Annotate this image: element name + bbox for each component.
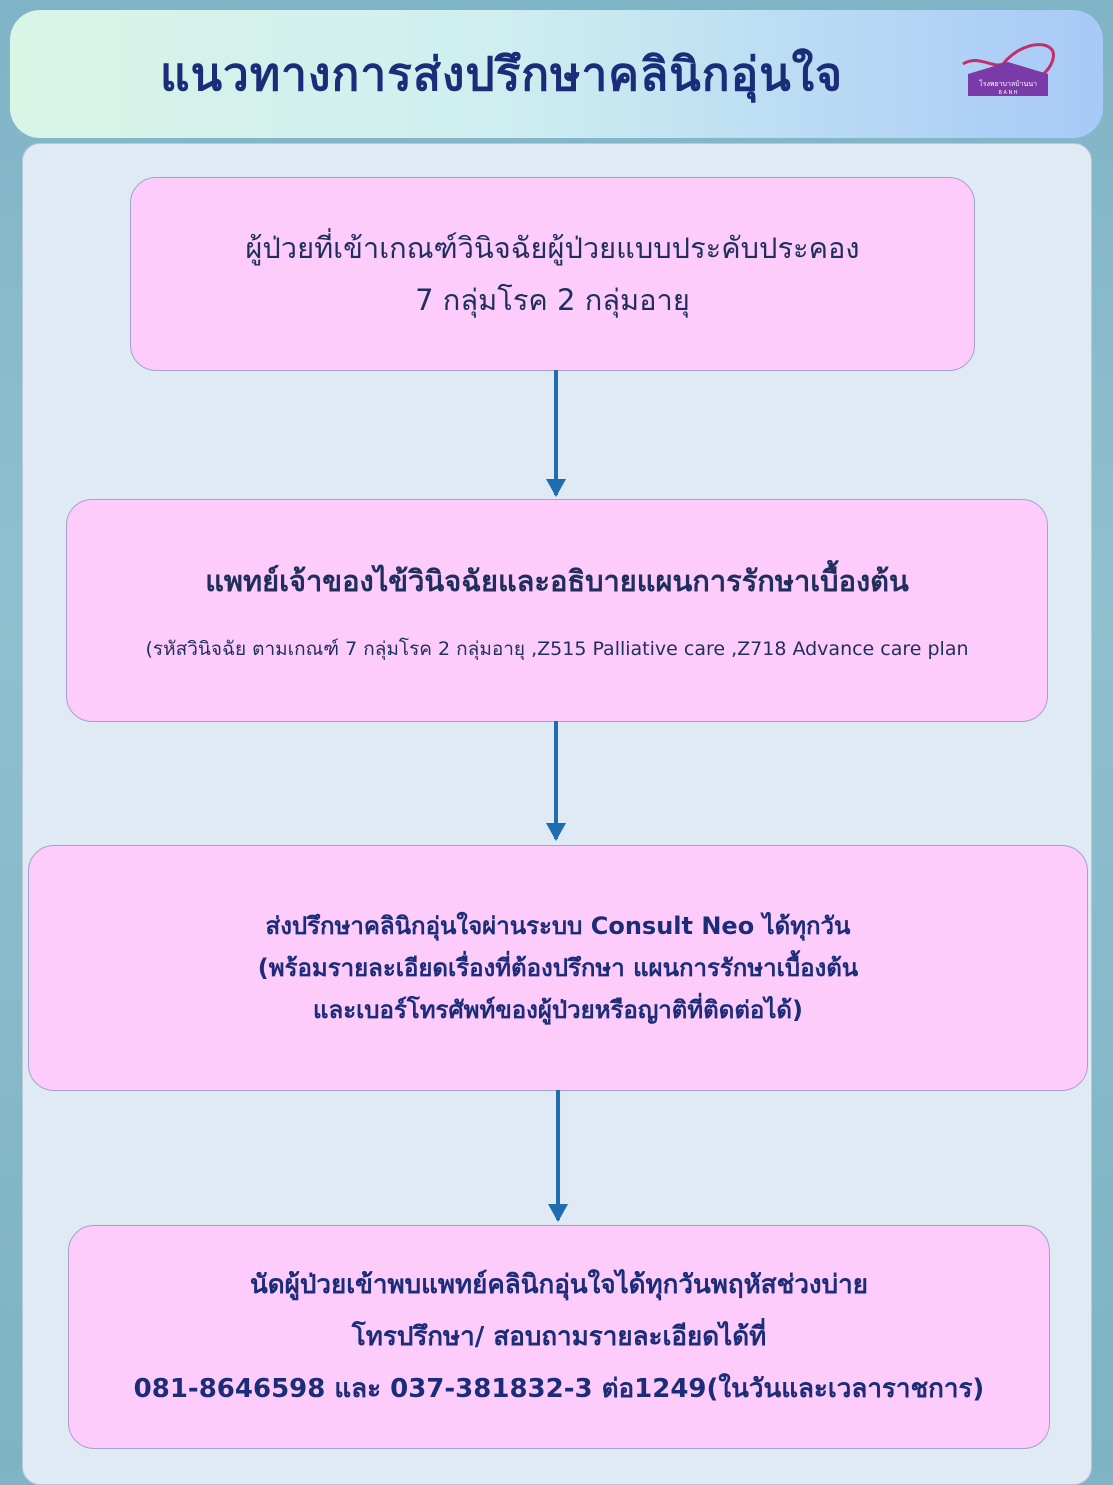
- step-3-line-3: และเบอร์โทรศัพท์ของผู้ป่วยหรือญาติที่ติด…: [313, 996, 803, 1024]
- step-1-line-1: ผู้ป่วยที่เข้าเกณฑ์วินิจฉัยผู้ป่วยแบบประ…: [245, 231, 860, 265]
- hospital-logo-icon: โรงพยาบาลบ้านนา B A N H: [962, 43, 1055, 96]
- step-1-line-2: 7 กลุ่มโรค 2 กลุ่มอายุ: [415, 283, 690, 317]
- step-3-line-1: ส่งปรึกษาคลินิกอุ่นใจผ่านระบบ Consult Ne…: [265, 912, 851, 940]
- header-banner: แนวทางการส่งปรึกษาคลินิกอุ่นใจ โรงพยาบาล…: [10, 10, 1103, 138]
- logo-subtext: B A N H: [998, 90, 1017, 96]
- step-3-line-2: (พร้อมรายละเอียดเรื่องที่ต้องปรึกษา แผนก…: [257, 954, 859, 982]
- step-2-line-1: แพทย์เจ้าของไข้วินิจฉัยและอธิบายแผนการรั…: [205, 563, 909, 598]
- arrow-2-icon: [546, 721, 566, 841]
- arrow-3-icon: [548, 1090, 568, 1222]
- step-4-line-2: โทรปรึกษา/ สอบถามรายละเอียดได้ที่: [351, 1322, 767, 1352]
- step-2-box: แพทย์เจ้าของไข้วินิจฉัยและอธิบายแผนการรั…: [66, 499, 1048, 722]
- step-3-box: ส่งปรึกษาคลินิกอุ่นใจผ่านระบบ Consult Ne…: [28, 845, 1088, 1091]
- step-4-line-1: นัดผู้ป่วยเข้าพบแพทย์คลินิกอุ่นใจได้ทุกว…: [250, 1270, 868, 1300]
- arrow-1-icon: [546, 370, 566, 497]
- page-title: แนวทางการส่งปรึกษาคลินิกอุ่นใจ: [159, 47, 844, 101]
- step-4-line-3: 081-8646598 และ 037-381832-3 ต่อ1249(ในว…: [133, 1374, 985, 1404]
- logo-text: โรงพยาบาลบ้านนา: [979, 79, 1037, 88]
- step-2-line-2: (รหัสวินิจฉัย ตามเกณฑ์ 7 กลุ่มโรค 2 กลุ่…: [145, 637, 969, 660]
- step-1-box: ผู้ป่วยที่เข้าเกณฑ์วินิจฉัยผู้ป่วยแบบประ…: [130, 177, 975, 371]
- step-4-box: นัดผู้ป่วยเข้าพบแพทย์คลินิกอุ่นใจได้ทุกว…: [68, 1225, 1050, 1449]
